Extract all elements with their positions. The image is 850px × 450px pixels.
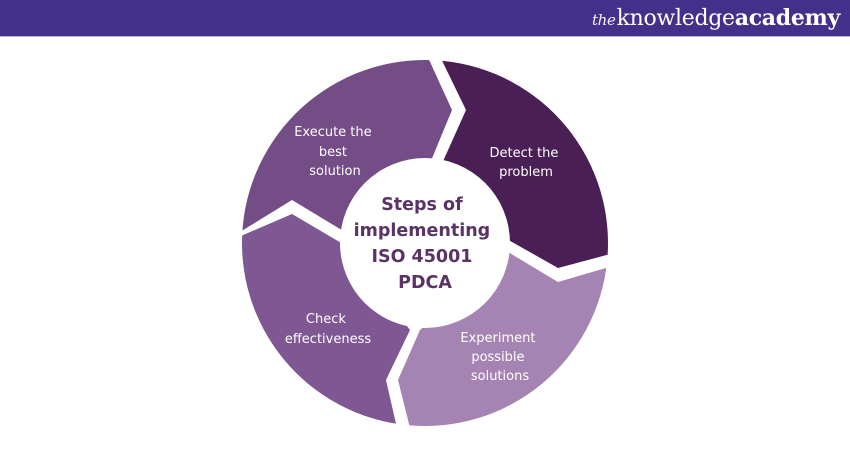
label-line: solution <box>309 164 360 179</box>
brand-main: knowledge <box>616 6 735 31</box>
brand-prefix: the <box>591 11 616 29</box>
label-check: Check effectiveness <box>285 312 372 347</box>
label-line: possible <box>471 350 524 365</box>
brand-logo[interactable]: theknowledgeacademy <box>592 4 840 34</box>
center-title: Steps of implementing ISO 45001 PDCA <box>354 195 497 293</box>
center-title-line: PDCA <box>398 273 452 293</box>
label-line: effectiveness <box>285 332 372 347</box>
label-line: Detect the <box>490 146 559 161</box>
center-circle <box>340 158 510 328</box>
center-title-line: ISO 45001 <box>371 247 472 267</box>
brand-suffix: academy <box>734 5 841 31</box>
label-line: solutions <box>471 369 529 384</box>
label-line: problem <box>499 165 553 180</box>
label-line: Check <box>306 312 346 327</box>
center-title-line: implementing <box>354 221 491 241</box>
label-execute: Execute the best solution <box>294 125 376 179</box>
label-line: best <box>319 145 347 160</box>
label-line: Execute the <box>294 125 371 140</box>
label-experiment: Experiment possible solutions <box>460 331 539 384</box>
center-title-line: Steps of <box>381 195 463 215</box>
label-detect: Detect the problem <box>490 146 563 180</box>
header-bar: theknowledgeacademy <box>0 0 850 37</box>
label-line: Experiment <box>460 331 535 346</box>
